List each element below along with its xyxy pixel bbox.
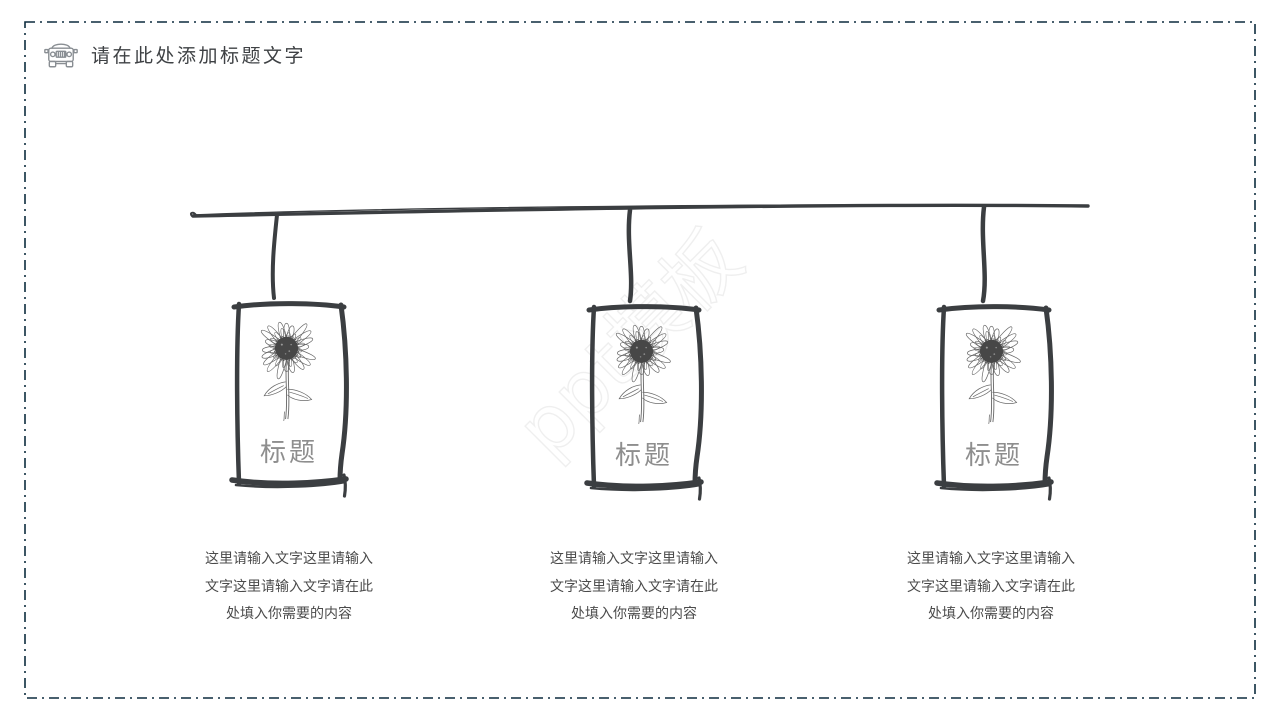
hanging-card: 标题: [933, 299, 1055, 501]
hanging-card: 标题: [228, 296, 350, 498]
rope-line: [189, 203, 1090, 218]
card-title[interactable]: 标题: [259, 438, 318, 468]
hanging-strings: [270, 204, 987, 304]
header-title[interactable]: 请在此处添加标题文字: [91, 44, 307, 67]
card-description[interactable]: 这里请输入文字这里请输入 文字这里请输入文字请在此 处填入你需要的内容: [907, 551, 1075, 622]
card-description[interactable]: 这里请输入文字这里请输入 文字这里请输入文字请在此 处填入你需要的内容: [205, 551, 373, 622]
sunflower-illustration: [615, 324, 671, 425]
sunflower-illustration: [260, 321, 316, 422]
card-title[interactable]: 标题: [614, 441, 673, 471]
card-title[interactable]: 标题: [964, 441, 1023, 471]
card-description[interactable]: 这里请输入文字这里请输入 文字这里请输入文字请在此 处填入你需要的内容: [550, 551, 718, 622]
hanging-card: 标题: [583, 299, 705, 501]
slide-header: 请在此处添加标题文字: [44, 38, 306, 70]
jeep-icon: [44, 43, 78, 68]
sunflower-illustration: [965, 324, 1021, 425]
